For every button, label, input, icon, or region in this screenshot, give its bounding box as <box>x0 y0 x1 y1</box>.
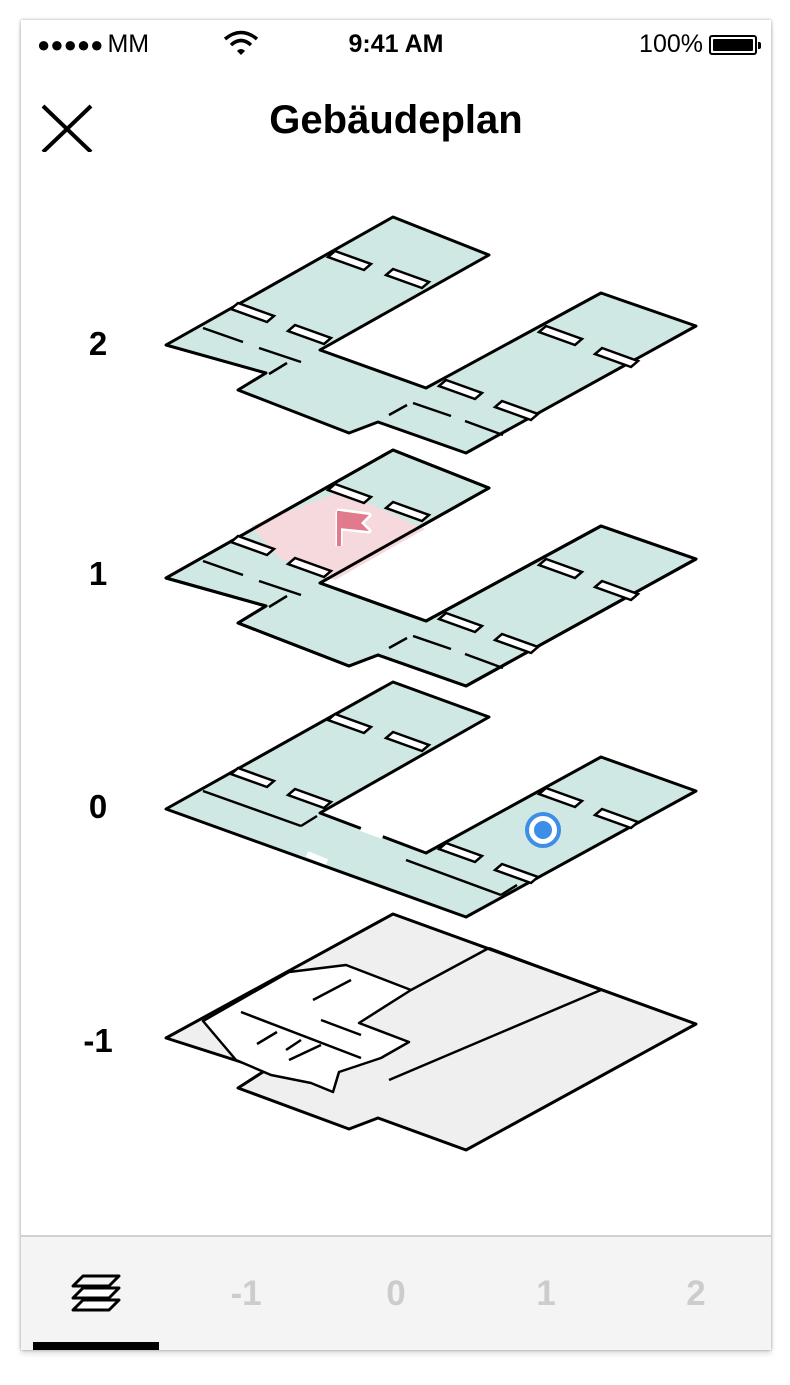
active-tab-indicator <box>33 1342 159 1350</box>
floor-label-0: 0 <box>88 788 108 825</box>
floor-label-1: 1 <box>88 555 108 592</box>
floor-tab-bar: -1 0 1 2 <box>21 1235 771 1350</box>
battery-icon <box>709 34 761 55</box>
clock: 9:41 AM <box>348 30 444 58</box>
flag-icon <box>335 508 372 546</box>
floor-label-2: 2 <box>88 325 108 362</box>
signal-strength: ●●●●● <box>37 31 104 57</box>
floor-2-plan[interactable] <box>164 215 698 455</box>
tab-floor-minus-1[interactable]: -1 <box>230 1273 262 1313</box>
wifi-icon <box>223 30 259 55</box>
close-icon[interactable] <box>35 90 97 152</box>
floor-0-plan[interactable] <box>164 680 698 919</box>
layers-icon <box>71 1274 121 1311</box>
phone-screen: ●●●●● MM 9:41 AM 100% Gebäudeplan 2 1 0 … <box>21 20 771 1350</box>
page-title: Gebäudeplan <box>269 98 523 142</box>
floor-minus-1-plan[interactable] <box>164 912 698 1152</box>
floor-label-minus-1: -1 <box>83 1022 113 1059</box>
tab-all-floors[interactable] <box>21 1237 171 1350</box>
building-plan <box>164 215 698 1152</box>
battery-percentage: 100% <box>639 30 703 58</box>
floor-1-plan[interactable] <box>164 448 698 688</box>
tab-floor-0[interactable]: 0 <box>386 1273 406 1313</box>
status-bar: ●●●●● MM 9:41 AM 100% <box>21 20 771 70</box>
navigation-bar: Gebäudeplan <box>21 80 771 160</box>
location-dot-icon <box>525 812 561 848</box>
carrier-name: MM <box>107 30 150 58</box>
tab-floor-1[interactable]: 1 <box>536 1273 556 1313</box>
tab-floor-2[interactable]: 2 <box>686 1273 706 1313</box>
